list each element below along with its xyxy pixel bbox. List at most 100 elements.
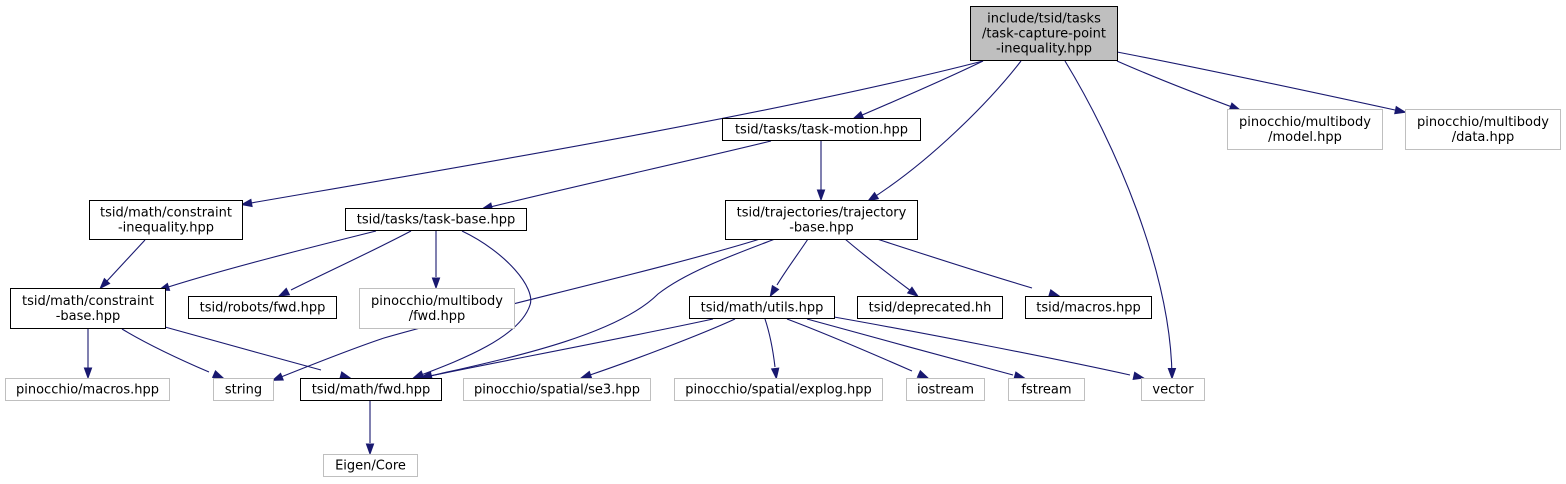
- arrowhead-math_fwd: [411, 370, 425, 379]
- edge-task_base-to-math_fwd: [415, 230, 532, 378]
- node-task_motion[interactable]: tsid/tasks/task-motion.hpp: [722, 118, 921, 141]
- node-macros[interactable]: tsid/macros.hpp: [1025, 296, 1152, 319]
- node-eigen_core: Eigen/Core: [323, 454, 418, 477]
- node-label-line: tsid/tasks/task-motion.hpp: [735, 123, 908, 138]
- arrowhead-traj_base: [866, 191, 880, 202]
- edge-root-to-pin_model: [1116, 60, 1241, 111]
- node-math_fwd[interactable]: tsid/math/fwd.hpp: [300, 378, 442, 401]
- node-label-line: -inequality.hpp: [996, 42, 1092, 57]
- node-label-line: pinocchio/multibody: [371, 294, 503, 309]
- node-label-line: /data.hpp: [1452, 130, 1515, 145]
- node-se3: pinocchio/spatial/se3.hpp: [463, 378, 651, 401]
- arrowhead-math_fwd: [339, 371, 352, 380]
- node-label-line: fstream: [1021, 383, 1071, 398]
- arrowhead-pin_model: [1228, 102, 1242, 111]
- node-box: [674, 378, 883, 401]
- node-label-line: tsid/deprecated.hh: [869, 301, 992, 316]
- edge-root-to-constraint_ineq: [250, 60, 984, 204]
- node-box: [323, 454, 418, 477]
- node-constraint_base[interactable]: tsid/math/constraint-base.hpp: [10, 288, 166, 329]
- arrowhead-se3: [579, 370, 593, 379]
- node-math_utils[interactable]: tsid/math/utils.hpp: [689, 296, 835, 319]
- node-pin_data: pinocchio/multibody/data.hpp: [1405, 109, 1561, 150]
- node-label-line: include/tsid/tasks: [987, 12, 1101, 27]
- arrowhead-deprecated: [906, 286, 919, 297]
- arrowhead-explog: [770, 367, 780, 380]
- arrowhead-eigen_core: [365, 443, 375, 456]
- node-box: [89, 200, 243, 240]
- node-box: [1008, 378, 1085, 401]
- arrowhead-pin_fwd: [431, 277, 441, 290]
- arrowhead-task_motion: [851, 110, 865, 120]
- arrowhead-macros: [1048, 289, 1061, 298]
- node-box: [188, 296, 337, 319]
- node-constraint_ineq[interactable]: tsid/math/constraint-inequality.hpp: [89, 200, 243, 240]
- node-box: [300, 378, 442, 401]
- node-label-line: pinocchio/multibody: [1417, 115, 1549, 130]
- arrowhead-pin_data: [1394, 105, 1407, 115]
- nodes-layer: include/tsid/tasks/task-capture-point-in…: [5, 6, 1561, 477]
- node-vector: vector: [1141, 378, 1205, 401]
- node-label-line: iostream: [917, 383, 974, 398]
- arrowhead-robots_fwd: [277, 287, 291, 297]
- node-box: [1141, 378, 1205, 401]
- node-box: [722, 118, 921, 141]
- node-label-line: tsid/trajectories/trajectory: [737, 206, 907, 221]
- node-pin_fwd: pinocchio/multibody/fwd.hpp: [359, 288, 515, 329]
- node-robots_fwd[interactable]: tsid/robots/fwd.hpp: [188, 296, 337, 319]
- edge-traj_base-to-math_fwd: [425, 238, 776, 378]
- node-pin_model: pinocchio/multibody/model.hpp: [1227, 109, 1383, 150]
- node-label-line: string: [225, 383, 262, 398]
- edge-constraint_ineq-to-constraint_base: [106, 239, 146, 282]
- edge-constraint_base-to-string: [121, 328, 210, 373]
- node-label-line: tsid/math/fwd.hpp: [312, 383, 431, 398]
- node-iostream: iostream: [906, 378, 985, 401]
- node-traj_base[interactable]: tsid/trajectories/trajectory-base.hpp: [725, 200, 918, 240]
- node-task_base[interactable]: tsid/tasks/task-base.hpp: [345, 208, 527, 231]
- node-deprecated[interactable]: tsid/deprecated.hh: [857, 296, 1003, 319]
- edge-root-to-pin_data: [1116, 51, 1396, 111]
- arrowhead-iostream: [916, 369, 930, 379]
- arrowhead-traj_base: [816, 189, 826, 202]
- node-label-line: -base.hpp: [789, 221, 854, 236]
- arrowhead-pin_macros: [83, 367, 93, 380]
- node-explog: pinocchio/spatial/explog.hpp: [674, 378, 883, 401]
- node-box: [857, 296, 1003, 319]
- node-box: [359, 288, 515, 329]
- node-root[interactable]: include/tsid/tasks/task-capture-point-in…: [970, 6, 1118, 61]
- node-label-line: vector: [1152, 383, 1194, 398]
- node-label-line: tsid/tasks/task-base.hpp: [357, 213, 516, 228]
- arrowhead-string: [271, 372, 284, 381]
- node-box: [345, 208, 527, 231]
- edge-root-to-traj_base: [867, 60, 1022, 202]
- arrowhead-vector: [1167, 367, 1177, 380]
- node-label-line: pinocchio/spatial/explog.hpp: [685, 383, 872, 398]
- arrowhead-constraint_base: [99, 277, 111, 290]
- edge-math_utils-to-fstream: [806, 318, 1014, 376]
- edge-math_utils-to-math_fwd: [424, 318, 714, 378]
- node-label-line: tsid/math/constraint: [22, 294, 154, 309]
- node-box: [5, 378, 170, 401]
- node-label-line: pinocchio/macros.hpp: [16, 383, 159, 398]
- node-label-line: /fwd.hpp: [409, 309, 466, 324]
- node-label-line: pinocchio/spatial/se3.hpp: [474, 383, 640, 398]
- edge-constraint_base-to-math_fwd: [164, 326, 322, 371]
- edge-task_base-to-constraint_base: [158, 230, 377, 291]
- arrowhead-constraint_ineq: [240, 198, 253, 208]
- node-label-line: Eigen/Core: [335, 459, 406, 474]
- edge-task_motion-to-task_base: [481, 140, 772, 210]
- edge-task_base-to-robots_fwd: [290, 230, 412, 291]
- node-label-line: tsid/robots/fwd.hpp: [200, 301, 326, 316]
- edge-root-to-task_motion: [852, 60, 984, 120]
- node-label-line: tsid/math/utils.hpp: [701, 301, 824, 316]
- node-label-line: -base.hpp: [56, 309, 121, 324]
- node-label-line: /task-capture-point: [982, 27, 1106, 42]
- node-box: [463, 378, 651, 401]
- node-fstream: fstream: [1008, 378, 1085, 401]
- node-label-line: -inequality.hpp: [118, 221, 214, 236]
- node-label-line: tsid/macros.hpp: [1036, 301, 1141, 316]
- edge-root-to-vector: [1064, 60, 1173, 378]
- edge-math_utils-to-vector: [833, 316, 1131, 376]
- node-box: [1025, 296, 1152, 319]
